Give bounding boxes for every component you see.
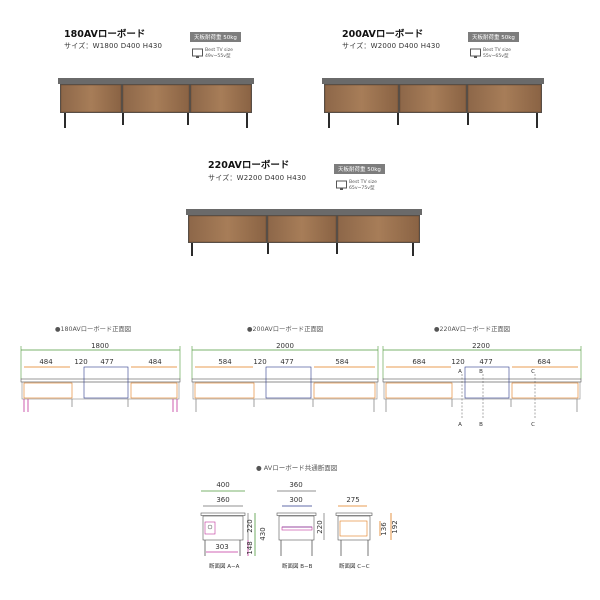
tv-size-label: Best TV size [349,180,377,185]
inner-depth-label: 300 [289,496,302,504]
total-width-label: 1800 [91,342,109,350]
product-size: サイズ：W2200 D400 H430 [208,174,307,182]
tv-icon [336,176,347,195]
tv-size-value: 49v~55v型 [205,53,231,59]
center-width-label: 477 [280,358,293,366]
panel-height-label: 192 [391,520,399,533]
center-width-label: 477 [100,358,113,366]
tv-icon [192,44,203,63]
gap-width-label: 120 [253,358,266,366]
total-height-label: 430 [259,527,267,540]
tv-size-label: Best TV size [483,48,511,53]
front-view-title: ●180AVローボード正面図 [55,325,131,333]
inner-depth-label: 360 [216,496,229,504]
side-width-label: 584 [335,358,349,366]
product-photo-200 [322,78,544,128]
total-width-label: 2000 [276,342,294,350]
section-marker-b: B [479,369,483,375]
section-c-label: 断面図 C−C [339,562,370,570]
product-name: 200AVローボード [342,29,424,40]
product-size: サイズ：W2000 D400 H430 [342,42,441,50]
drawer-height-label: 136 [380,522,388,536]
tv-size-value: 55v~65v型 [483,53,509,59]
front-view-title: ●220AVローボード正面図 [434,325,510,333]
product-size: サイズ：W1800 D400 H430 [64,42,163,50]
side-width-label: 684 [537,358,551,366]
box-height-label: 220 [316,520,324,533]
tv-size-value: 65v~75v型 [349,185,375,191]
side-width-label: 584 [218,358,232,366]
inner-depth-label: 275 [346,496,359,504]
section-a-a: 400 360 303 430 220 148 断面図 A−A [200,481,267,570]
tv-icon [470,44,481,63]
front-view-title: ●200AVローボード正面図 [247,325,323,333]
product-photo-220 [186,209,422,256]
product-name: 220AVローボード [208,160,290,171]
section-a-label: 断面図 A−A [209,562,240,570]
section-b-label: 断面図 B−B [282,562,313,570]
leg-height-label: 148 [246,541,254,554]
section-marker-c: C [531,369,535,375]
outer-depth-label: 400 [216,481,229,489]
box-height-label: 220 [246,519,254,532]
base-width-label: 303 [215,543,228,551]
center-width-label: 477 [479,358,492,366]
gap-width-label: 120 [451,358,464,366]
section-b-b: 360 300 220 断面図 B−B [276,481,325,570]
product-photo-180 [58,78,254,128]
section-marker-b: B [479,422,483,428]
load-badge: 天板耐荷重 50kg [190,32,241,42]
load-badge: 天板耐荷重 50kg [468,32,519,42]
section-title: ● AVローボード共通断面図 [256,463,337,472]
section-marker-c: C [531,422,535,428]
total-width-label: 2200 [472,342,490,350]
side-width-label: 684 [412,358,426,366]
load-badge: 天板耐荷重 50kg [334,164,385,174]
product-name: 180AVローボード [64,29,146,40]
section-marker-a: A [458,369,462,375]
tv-size-label: Best TV size [205,48,233,53]
gap-width-label: 120 [74,358,87,366]
section-marker-a: A [458,422,462,428]
front-view-220: ●220AVローボード正面図 2200 684 684 120 477 A B … [382,325,582,428]
section-c-c: 275 136 192 断面図 C−C [335,496,399,570]
side-width-label: 484 [148,358,162,366]
front-view-200: ●200AVローボード正面図 2000 584 584 120 477 [191,325,379,412]
front-view-180: ●180AVローボード正面図 1800 484 484 120 477 [20,325,181,412]
side-width-label: 484 [39,358,53,366]
outer-depth-label: 360 [289,481,302,489]
